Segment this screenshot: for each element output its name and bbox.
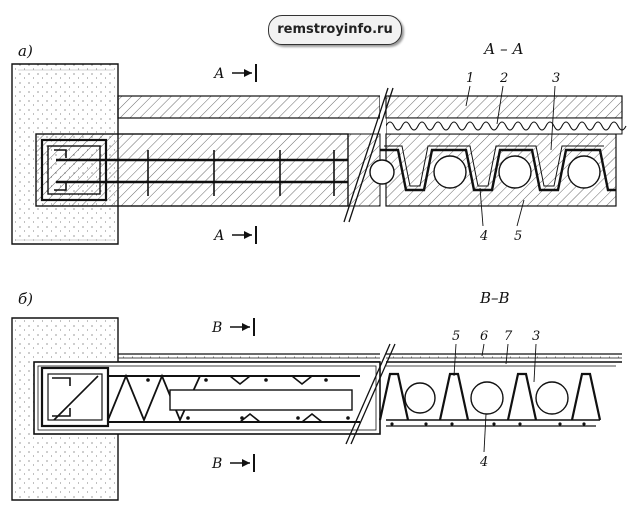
panel-a-cut-mark-top-label: А (213, 66, 225, 82)
panel-a-callouts: 1 2 3 4 5 (465, 71, 560, 244)
panel-a-deck (369, 145, 616, 192)
panel-b-cut-mark-bottom-label: В (211, 456, 222, 472)
callout-a-4: 4 (479, 229, 488, 244)
panel-b-cut-mark-top: В (211, 318, 255, 336)
callout-a-2: 2 (499, 71, 508, 86)
callout-b-7: 7 (504, 329, 513, 344)
panel-a-cut-mark-bottom: А (213, 226, 257, 244)
panel-a: а) А – А (11, 40, 627, 245)
watermark-badge: remstroyinfo.ru (268, 15, 402, 45)
panel-b-deck (378, 365, 616, 427)
callout-a-5: 5 (514, 229, 522, 244)
callout-b-5: 5 (452, 329, 460, 344)
callout-b-3: 3 (532, 329, 540, 344)
callout-b-6: 6 (480, 329, 488, 344)
panel-b-cut-mark-top-label: В (211, 320, 222, 336)
panel-b-section-title: В–В (479, 289, 510, 307)
callout-a-1: 1 (466, 71, 474, 86)
panel-a-cut-mark-top: А (213, 64, 257, 82)
panel-a-break-line (343, 87, 394, 223)
callout-a-3: 3 (552, 71, 560, 86)
panel-b-slab (118, 353, 622, 363)
panel-b-beam (33, 361, 381, 435)
panel-a-slab (117, 95, 623, 119)
panel-b-callouts: 5 6 7 3 4 (452, 329, 540, 470)
panel-a-cut-mark-bottom-label: А (213, 228, 225, 244)
panel-a-letter: а) (18, 42, 33, 60)
panel-b-cut-mark-bottom: В (211, 454, 255, 472)
panel-a-section-title: А – А (483, 40, 524, 58)
panel-b-letter: б) (18, 290, 33, 308)
panel-a-insulation (386, 117, 627, 135)
panel-b-break-line (345, 343, 396, 445)
panel-b: б) В–В (11, 289, 622, 501)
watermark-text: remstroyinfo.ru (277, 22, 393, 37)
callout-b-4: 4 (479, 455, 488, 470)
